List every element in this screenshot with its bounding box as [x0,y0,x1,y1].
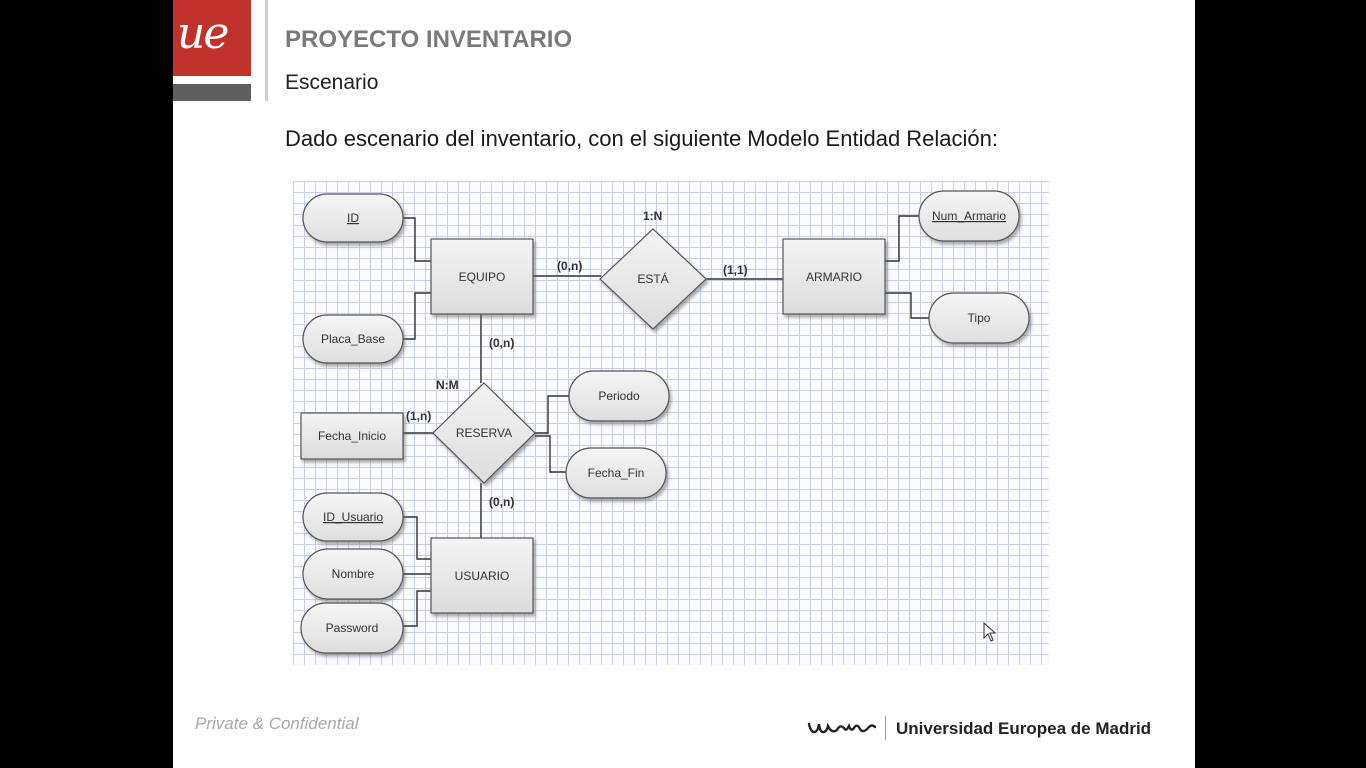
label-equipo-reserva-card: (0,n) [489,336,514,350]
entity-armario-label: ARMARIO [806,270,862,284]
cardinality-labels: 1:N (0,n) (1,1) (0,n) N:M (1,n) (0,n) [406,209,748,509]
connector-reserva-fechafin [535,435,567,473]
entity-usuario-label: USUARIO [455,569,510,583]
entity-armario: ARMARIO [782,238,886,315]
attribute-id: ID [302,193,404,243]
relationship-esta-label: ESTÁ [637,271,668,286]
connectors [403,215,929,627]
attribute-nombre-label: Nombre [332,567,375,581]
er-diagram: EQUIPO ARMARIO USUARIO Fecha_Inicio ESTÁ [293,181,1049,665]
label-esta-armario-card: (1,1) [723,263,748,277]
entity-equipo-label: EQUIPO [459,270,506,284]
attribute-num-armario-label: Num_Armario [932,209,1006,223]
connector-id-equipo [403,217,431,262]
university-name: Universidad Europea de Madrid [896,719,1152,738]
attribute-id-usuario: ID_Usuario [302,492,404,542]
entity-fecha-inicio: Fecha_Inicio [300,412,404,460]
logo-bar [173,84,251,101]
connector-placabase-equipo [403,292,431,340]
attribute-placa-base-label: Placa_Base [321,332,385,346]
attribute-periodo: Periodo [568,370,670,422]
mouse-cursor-icon [983,622,997,642]
attribute-periodo-label: Periodo [598,389,640,403]
attribute-placa-base: Placa_Base [302,314,404,364]
header-divider [265,0,268,101]
entity-fecha-inicio-label: Fecha_Inicio [318,429,386,443]
er-diagram-canvas: EQUIPO ARMARIO USUARIO Fecha_Inicio ESTÁ [300,190,1030,654]
label-reserva-type: N:M [436,378,459,392]
attribute-id-usuario-label: ID_Usuario [323,510,383,524]
connector-password-usuario [403,590,431,627]
attribute-tipo-label: Tipo [968,311,991,325]
attribute-password-label: Password [326,621,379,635]
attribute-num-armario: Num_Armario [918,190,1020,242]
page-title: PROYECTO INVENTARIO [285,26,573,53]
connector-armario-tipo [885,292,929,319]
relationship-reserva-label: RESERVA [456,426,512,440]
entity-usuario: USUARIO [430,537,534,614]
page-subtitle: Escenario [285,71,379,94]
attribute-fecha-fin: Fecha_Fin [565,447,667,499]
attribute-password: Password [300,602,404,654]
connector-idusuario-usuario [403,516,431,560]
label-esta-type: 1:N [643,209,662,223]
description-text: Dado escenario del inventario, con el si… [285,126,999,151]
footer-divider [885,716,886,740]
label-reserva-usuario-card: (0,n) [489,495,514,509]
confidential-note: Private & Confidential [195,714,359,733]
attribute-fecha-fin-label: Fecha_Fin [588,466,645,480]
attribute-nombre: Nombre [302,548,404,600]
relationship-reserva: RESERVA [432,382,536,484]
label-fecha-reserva-card: (1,n) [406,409,431,423]
connector-reserva-periodo [535,395,571,434]
attribute-tipo: Tipo [928,292,1030,344]
attribute-id-label: ID [347,211,359,225]
slide: ue PROYECTO INVENTARIO Escenario Dado es… [173,0,1195,768]
label-equipo-esta-card: (0,n) [557,259,582,273]
ue-logo: ue [173,0,251,76]
connector-armario-numarmario [885,215,919,262]
entity-equipo: EQUIPO [430,238,534,315]
relationship-esta: ESTÁ [599,228,707,330]
uem-logo [807,722,877,734]
ue-logo-text: ue [177,8,229,59]
